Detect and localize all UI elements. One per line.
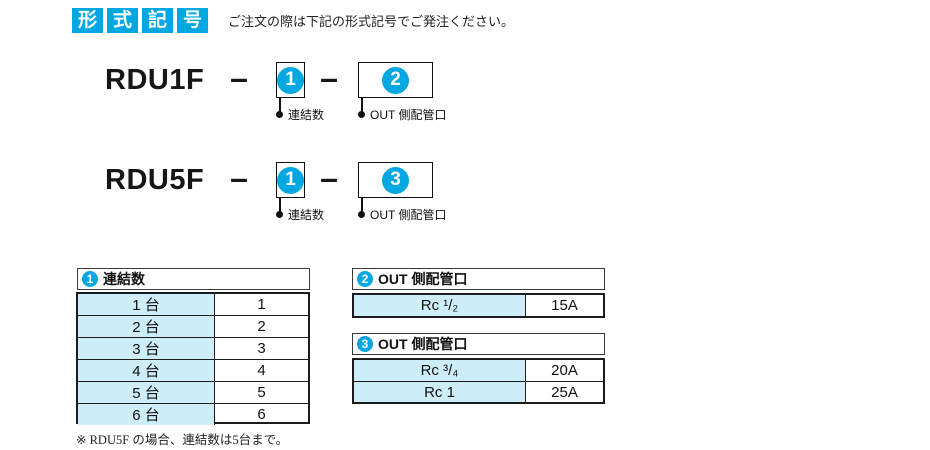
table-cell-label: 1 台 [78,294,215,315]
circled-number-3: 3 [357,336,373,352]
table1-title: 連結数 [103,271,145,287]
table-row: 1 台 1 [78,294,308,315]
table-cell-value: 25A [551,383,578,401]
callout-bullet [358,111,365,118]
code-slot-box-2: 2 [358,62,433,98]
badge-char: 記 [142,8,173,33]
table-cell-label: 3 台 [78,338,215,359]
code-slot-box-1: 1 [276,62,305,98]
callout-bullet [358,211,365,218]
circled-number-2: 2 [382,66,409,94]
table-cell-value: 15A [551,297,578,314]
table2-title: OUT 側配管口 [378,271,468,287]
code-separator: – [230,160,248,196]
table2-out-port: Rc ¹/₂ 15A [352,293,605,318]
model-name: RDU1F [105,64,205,96]
table-row: 5 台 5 [78,381,308,403]
ordering-note-text: ご注文の際は下記の形式記号でご発注ください。 [228,14,515,29]
table-cell-label: Rc 1 [354,382,526,402]
table-row: Rc ¹/₂ 15A [354,295,603,316]
slot-label-renketsu: 連結数 [288,108,325,122]
badge-char: 形 [72,8,103,33]
table-cell-value: 3 [257,340,266,357]
table-cell-label: 5 台 [78,382,215,403]
table-cell-label: 4 台 [78,360,215,381]
callout-line [361,98,363,112]
table1-renketsu: 1 台 1 2 台 2 3 台 3 4 台 4 5 台 5 6 台 6 [76,292,310,425]
model-code-diagram-rdu1f: RDU1F – 1 – 2 連結数 OUT 側配管口 [0,62,930,124]
table-cell-label: 2 台 [78,316,215,337]
section-title-badge: 形 式 記 号 [72,8,208,33]
callout-line [279,198,281,212]
table3-title: OUT 側配管口 [378,336,468,352]
circled-number-1: 1 [82,271,98,287]
table-cell-label: 6 台 [78,404,215,425]
badge-char: 式 [107,8,138,33]
slot-label-out-port: OUT 側配管口 [370,208,447,222]
table-cell-value: 5 [257,384,266,401]
code-separator: – [320,60,338,96]
callout-line [279,98,281,112]
table-cell-label: Rc ³/₄ [354,360,526,381]
table-cell-value: 1 [257,296,266,313]
table-row: Rc 1 25A [354,381,603,402]
model-name: RDU5F [105,164,205,196]
code-slot-box-1: 1 [276,162,305,198]
code-separator: – [230,60,248,96]
slot-label-out-port: OUT 側配管口 [370,108,447,122]
table-cell-value: 20A [551,362,578,379]
circled-number-2: 2 [357,271,373,287]
table3-out-port: Rc ³/₄ 20A Rc 1 25A [352,358,605,404]
table-row: 4 台 4 [78,359,308,381]
callout-bullet [276,111,283,118]
table-row: Rc ³/₄ 20A [354,360,603,381]
table-row: 3 台 3 [78,337,308,359]
table-row: 6 台 6 [78,403,308,425]
badge-char: 号 [177,8,208,33]
circled-number-1: 1 [277,166,304,194]
table1-header: 1 連結数 [77,268,310,290]
callout-line [361,198,363,212]
table-cell-value: 6 [257,406,266,423]
circled-number-3: 3 [382,166,409,194]
footnote-text: ※ RDU5F の場合、連結数は5台まで。 [76,433,289,447]
circled-number-1: 1 [277,66,304,94]
table-cell-value: 2 [257,318,266,335]
callout-bullet [276,211,283,218]
table-row: 2 台 2 [78,315,308,337]
slot-label-renketsu: 連結数 [288,208,325,222]
table2-header: 2 OUT 側配管口 [352,268,605,290]
table-cell-label: Rc ¹/₂ [354,295,526,316]
table-cell-value: 4 [257,362,266,379]
code-separator: – [320,160,338,196]
code-slot-box-3: 3 [358,162,433,198]
table3-header: 3 OUT 側配管口 [352,333,605,355]
model-code-diagram-rdu5f: RDU5F – 1 – 3 連結数 OUT 側配管口 [0,162,930,224]
